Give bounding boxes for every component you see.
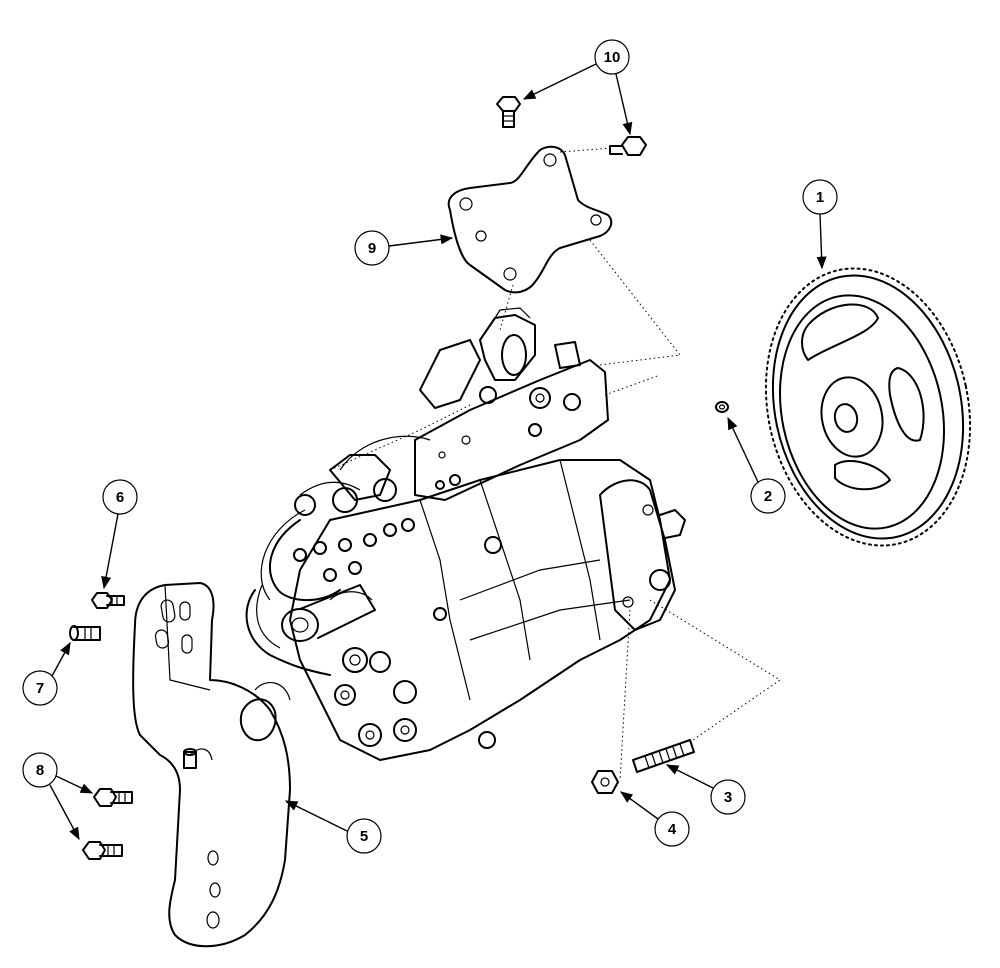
bolt-8b	[82, 841, 123, 860]
callout-6: 6	[101, 479, 138, 590]
nut-4	[591, 770, 619, 794]
pump-bracket-plate	[447, 145, 613, 294]
pump-mounting-bracket	[132, 582, 291, 948]
callout-2-label: 2	[764, 488, 772, 505]
callout-1: 1	[802, 179, 838, 270]
callout-10-label: 10	[604, 49, 621, 66]
callout-7-label: 7	[36, 680, 44, 697]
callout-4-label: 4	[668, 821, 677, 838]
stud-3	[632, 739, 695, 773]
callout-5-label: 5	[360, 828, 368, 845]
bolt-10b	[609, 136, 647, 156]
bolt-7	[69, 625, 101, 641]
callout-3-label: 3	[724, 789, 732, 806]
injection-pump-assembly	[245, 307, 686, 761]
callout-9: 9	[354, 230, 454, 266]
callout-3: 3	[665, 764, 746, 815]
callout-9-label: 9	[368, 240, 376, 257]
callout-8: 8	[22, 752, 94, 841]
callout-10: 10	[522, 39, 633, 136]
callout-1-label: 1	[816, 189, 824, 206]
callout-5: 5	[284, 800, 382, 854]
washer-part	[715, 401, 729, 413]
callout-7: 7	[22, 641, 71, 706]
callout-2: 2	[727, 416, 786, 514]
delivery-outlet-fittings	[294, 478, 417, 747]
gear-part	[764, 267, 972, 547]
callout-6-label: 6	[116, 489, 124, 506]
bolt-10a	[496, 96, 521, 128]
callout-8-label: 8	[36, 762, 44, 779]
bolt-8a	[93, 788, 133, 807]
callout-4: 4	[619, 791, 690, 847]
assembly-dotted-lines	[329, 147, 781, 781]
bolt-6	[91, 592, 125, 609]
